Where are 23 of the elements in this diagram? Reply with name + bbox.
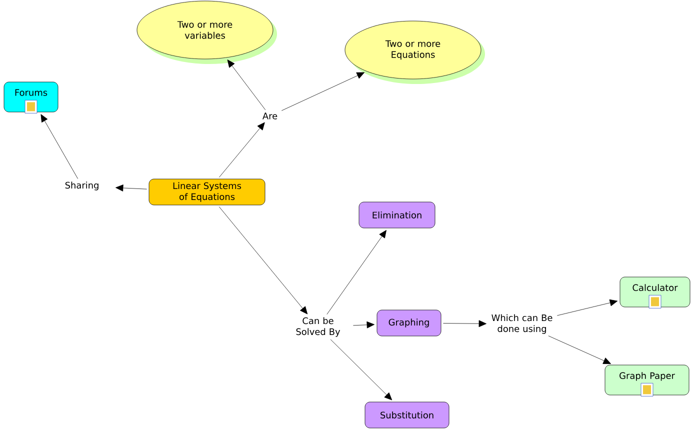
arrow: [556, 299, 618, 316]
linking-phrase: Can be Solved By: [296, 317, 340, 337]
arrow: [330, 339, 392, 400]
arrow: [353, 321, 374, 328]
linking-phrase: Which can Be done using: [492, 314, 552, 334]
concept-box: Linear Systems of Equations: [148, 178, 266, 206]
arrow: [40, 114, 78, 179]
linking-phrase: Sharing: [65, 182, 98, 190]
arrow: [116, 184, 147, 192]
arrow: [326, 230, 386, 315]
concept-box: Graph Paper: [604, 364, 690, 396]
concept-box: Calculator: [620, 276, 690, 308]
concept-box: Forums: [4, 82, 58, 114]
concept-box: Elimination: [358, 202, 436, 228]
arrow: [443, 320, 486, 328]
arrow: [218, 206, 308, 314]
concept-box: Graphing: [376, 310, 442, 336]
arrow: [219, 122, 265, 178]
arrow: [227, 60, 266, 110]
concept-box: Substitution: [364, 402, 450, 428]
linking-phrase: Are: [262, 112, 278, 120]
arrow: [548, 336, 612, 364]
arrow: [281, 72, 365, 111]
